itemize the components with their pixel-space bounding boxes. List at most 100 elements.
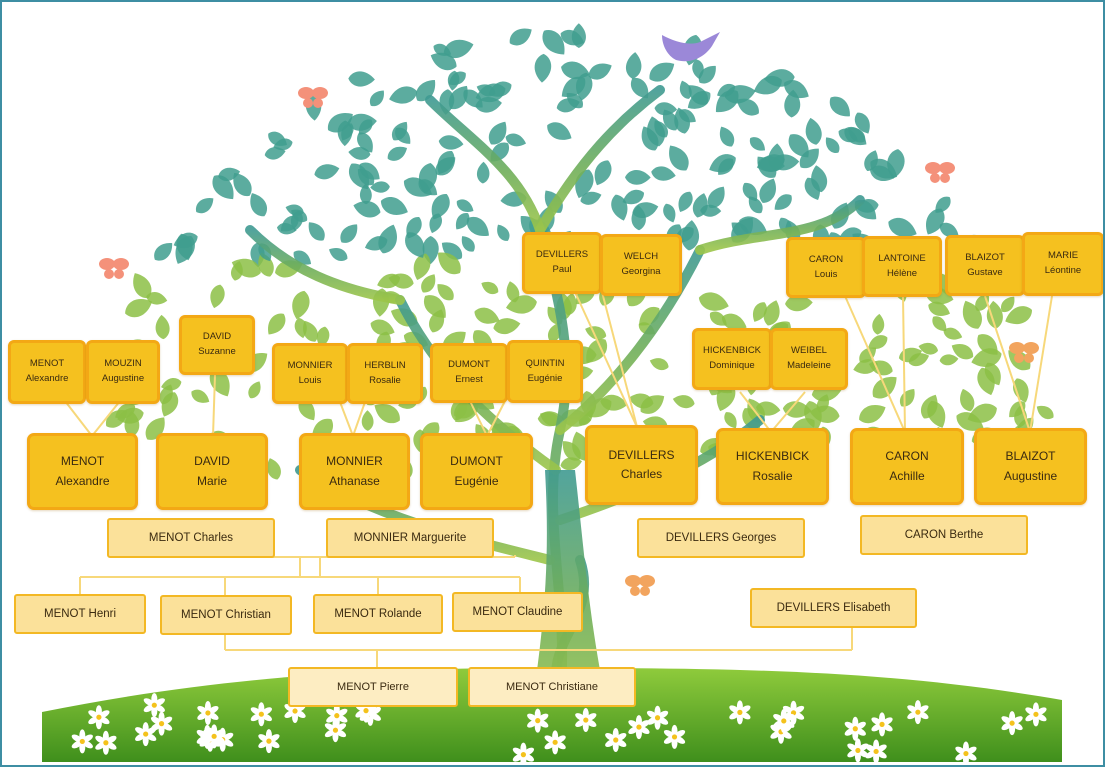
butterfly-wing [640, 586, 650, 596]
leaf-icon [413, 253, 431, 281]
person-box-parent[interactable]: MONNIER Marguerite [326, 518, 494, 558]
person-box-grandchild[interactable]: MENOT Pierre [288, 667, 458, 707]
person-firstname: Eugénie [527, 372, 563, 384]
leaf-icon [438, 252, 461, 275]
daisy-icon [197, 700, 219, 725]
daisy-icon [88, 705, 110, 730]
leaf-icon [854, 112, 870, 134]
daisy-petal [615, 739, 627, 747]
daisy-petal [105, 735, 117, 744]
leaf-icon [804, 177, 820, 200]
daisy-icon [575, 708, 597, 733]
butterfly-icon [925, 162, 955, 183]
daisy-petal [773, 713, 784, 722]
daisy-icon [865, 739, 887, 764]
person-box-parent[interactable]: CARON Berthe [860, 515, 1028, 555]
leaf-icon [298, 399, 315, 421]
person-firstname: Léontine [1044, 265, 1082, 276]
butterfly-icon [1009, 342, 1039, 363]
branch-shape [425, 95, 545, 235]
daisy-petal [537, 719, 549, 728]
daisy-petal [855, 721, 866, 730]
person-box-child[interactable]: MENOT Rolande [313, 594, 443, 634]
leaf-icon [692, 59, 704, 80]
daisy-icon [95, 730, 117, 755]
daisy-center [1033, 711, 1039, 717]
leaf-icon [809, 405, 840, 423]
person-box-child[interactable]: MENOT Henri [14, 594, 146, 634]
person-firstname: Dominique [709, 360, 755, 371]
daisy-petal [770, 730, 782, 739]
daisy-center [332, 727, 339, 733]
daisy-center [852, 726, 858, 732]
person-box-grandparent[interactable]: DUMONT Eugénie [420, 433, 533, 510]
person-box-grandchild[interactable]: MENOT Christiane [468, 667, 636, 707]
daisy-petal [523, 753, 535, 762]
leaf-icon [788, 134, 809, 158]
daisy-petal [955, 746, 967, 755]
person-box-child[interactable]: MENOT Christian [160, 595, 292, 635]
leaf-icon [681, 220, 699, 251]
leaf-icon [731, 222, 749, 238]
butterfly-wing [298, 87, 314, 99]
daisy-icon [71, 729, 93, 754]
leaf-icon [154, 243, 173, 261]
daisy-center [855, 747, 861, 754]
leaf-icon [908, 353, 930, 367]
person-box-parent[interactable]: MENOT Charles [107, 518, 275, 558]
leaf-icon [369, 90, 384, 107]
daisy-center [654, 715, 661, 721]
daisy-petal [284, 704, 296, 712]
person-box-child[interactable]: MENOT Claudine [452, 592, 583, 632]
butterfly-wing [113, 258, 129, 270]
daisy-icon [663, 724, 686, 749]
person-surname: WELCH [623, 251, 659, 263]
leaf-icon [117, 407, 144, 424]
daisy-petal [729, 711, 741, 720]
daisy-petal [258, 740, 270, 749]
person-box-parent[interactable]: DEVILLERS Georges [637, 518, 805, 558]
daisy-petal [1025, 713, 1037, 722]
daisy-petal [365, 709, 377, 718]
person-box-child[interactable]: DEVILLERS Elisabeth [750, 588, 917, 628]
daisy-petal [203, 729, 215, 738]
leaf-icon [481, 281, 499, 295]
leaf-icon [443, 39, 474, 59]
daisy-petal [881, 723, 893, 732]
daisy-petal [875, 744, 887, 753]
person-surname: DUMONT [450, 454, 503, 469]
daisy-petal [98, 716, 110, 725]
leaf-icon [784, 89, 801, 118]
daisy-petal [871, 717, 883, 726]
leaf-icon [943, 327, 963, 340]
daisy-center [96, 714, 102, 720]
daisy-petal [1001, 716, 1013, 725]
leaf-icon [476, 161, 490, 184]
person-firstname: Eugénie [454, 473, 499, 488]
daisy-center [103, 740, 109, 746]
butterfly-icon [99, 258, 129, 279]
daisy-petal [203, 735, 215, 744]
